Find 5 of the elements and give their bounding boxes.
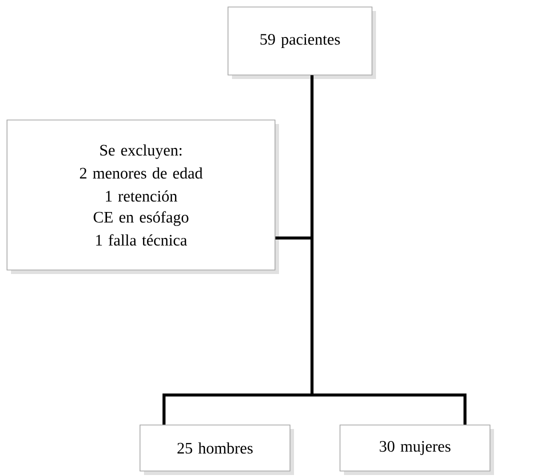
process-box: 25 hombres [140, 424, 294, 475]
process-box: 30 mujeres [340, 424, 494, 475]
process-box: Se excluyen: 2 menores de edad 1 retención CE en esófago 1 falla técnica [6, 120, 279, 274]
process-box: 59 pacientes [228, 6, 376, 79]
connector-line [310, 75, 466, 425]
